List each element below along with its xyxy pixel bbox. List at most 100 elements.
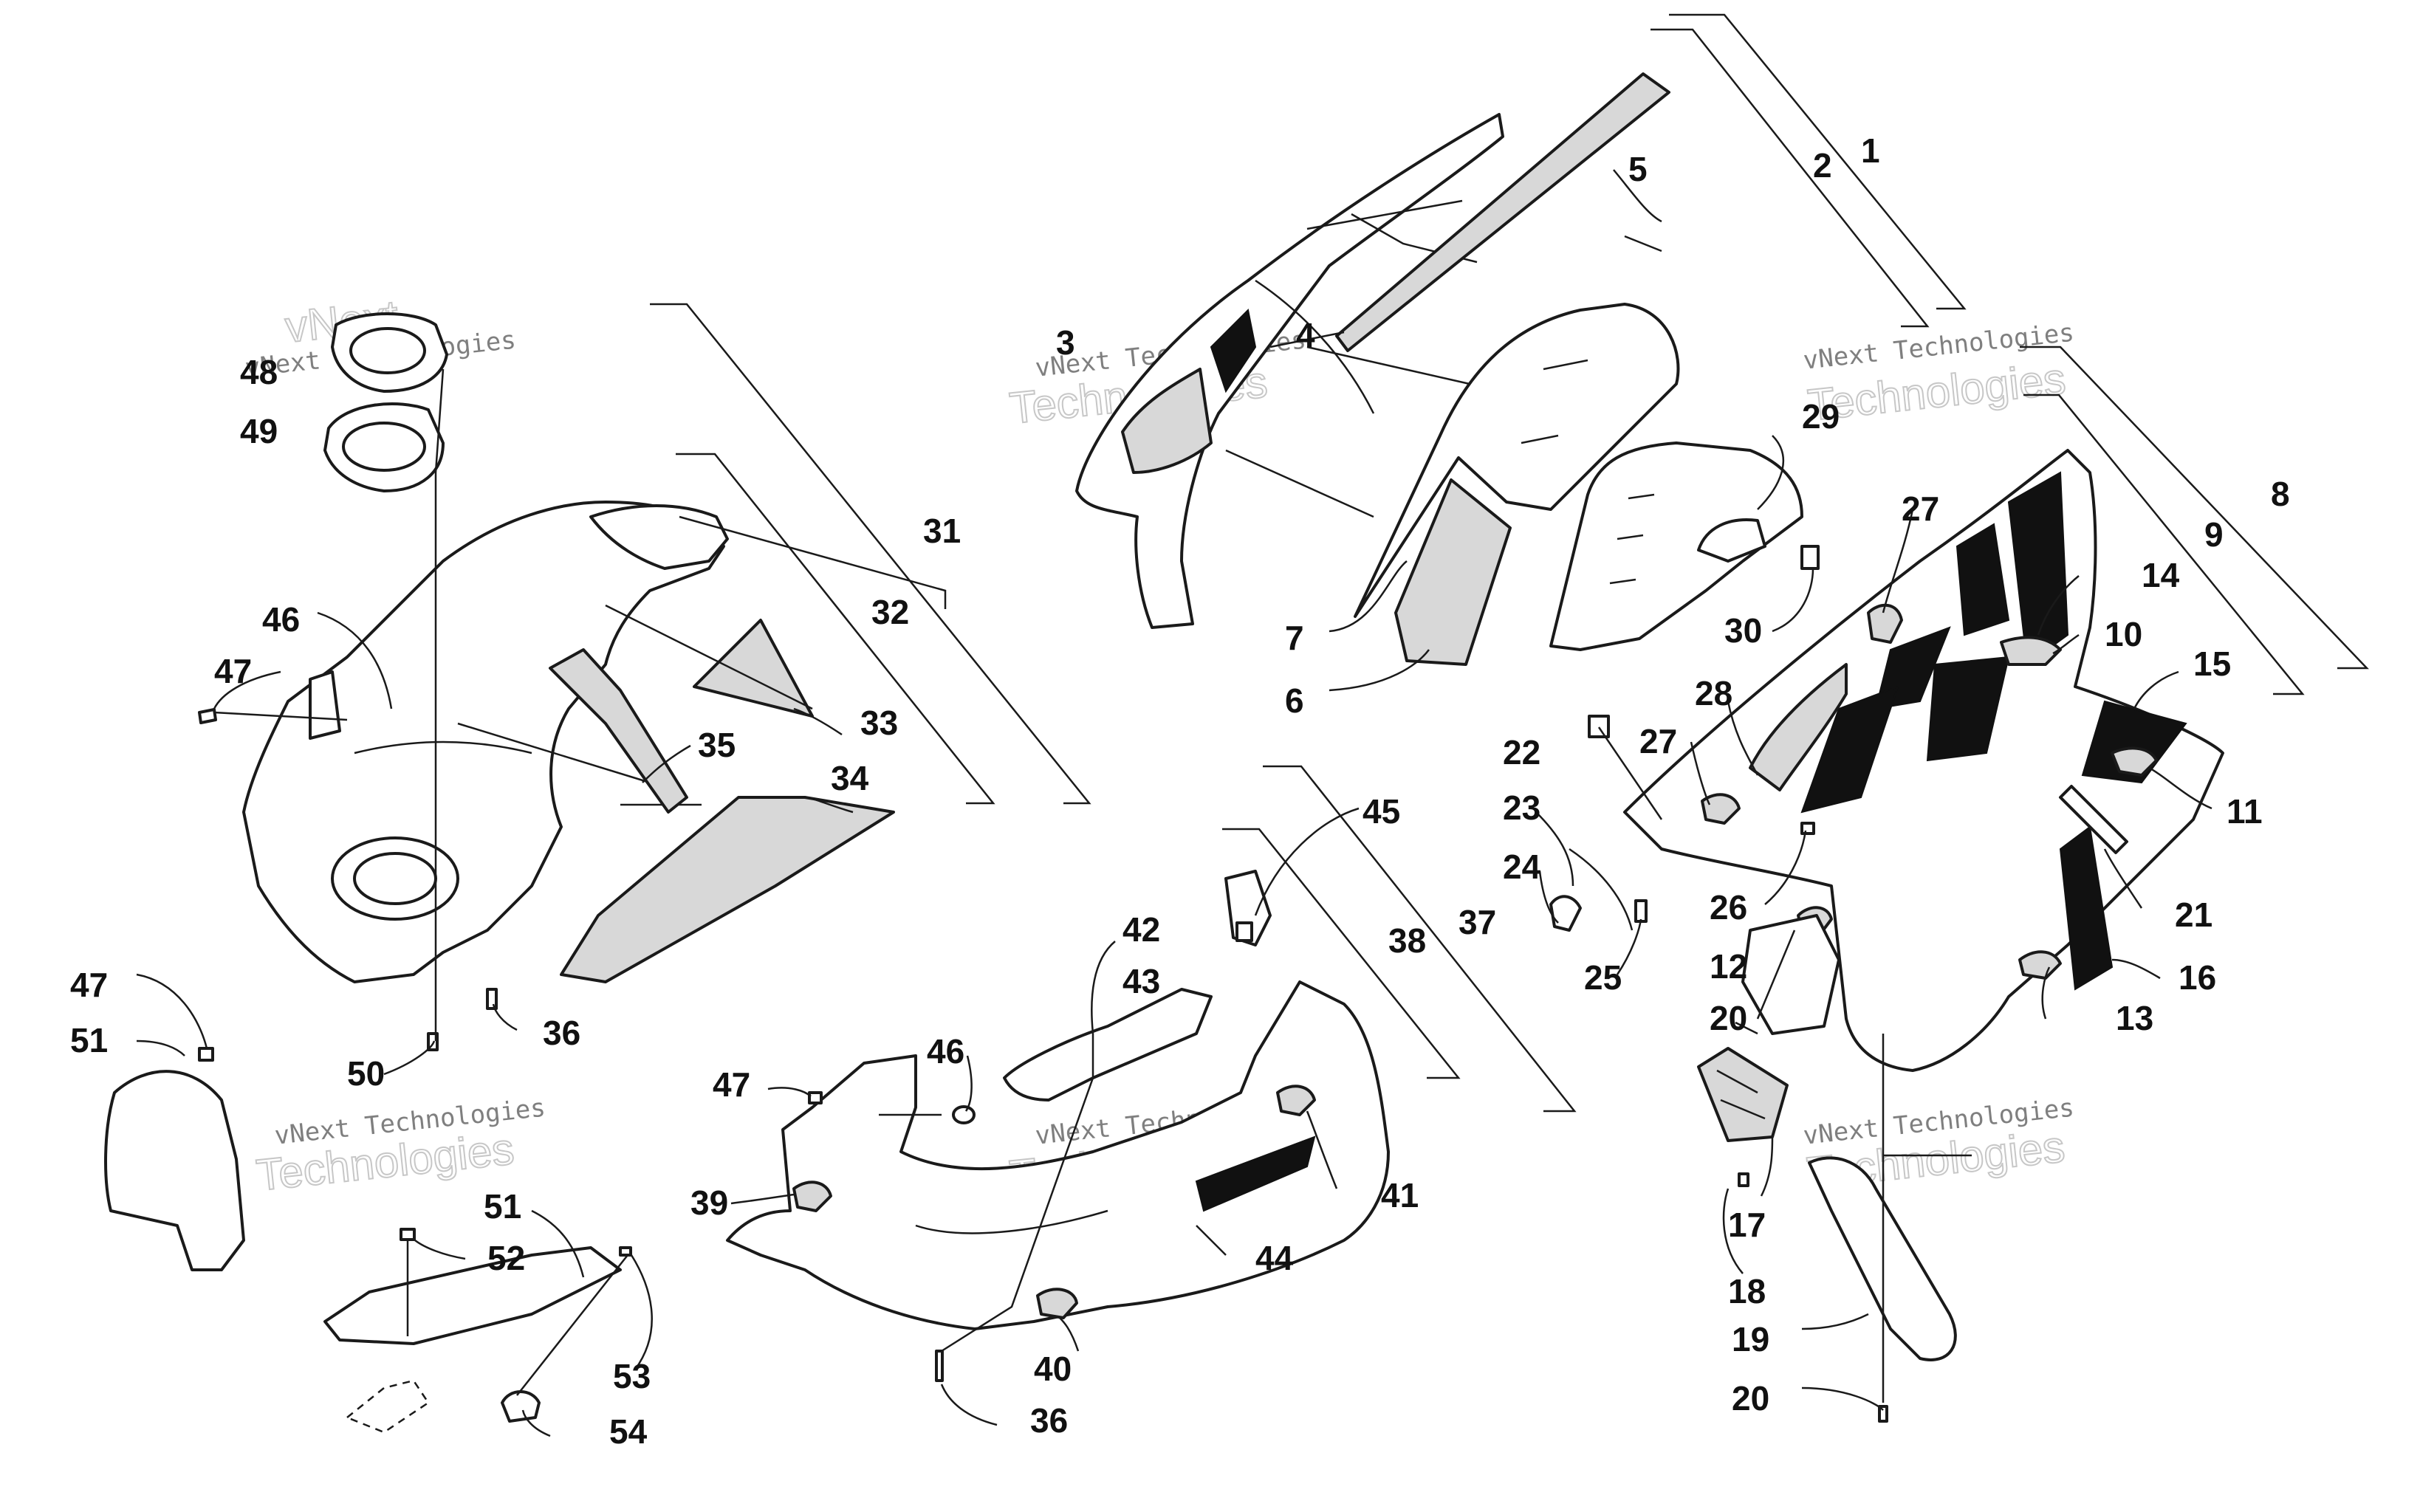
part-45-clip xyxy=(1235,921,1253,942)
leader-line xyxy=(1882,509,1914,614)
part-31-detail xyxy=(354,740,532,755)
part-4-hood-panel xyxy=(1075,113,1504,629)
leader-line xyxy=(1801,1386,1884,1411)
callout-49: 49 xyxy=(240,412,278,450)
part-15-graphic-dark xyxy=(2081,700,2187,784)
callout-9: 9 xyxy=(2204,515,2224,554)
gaskets xyxy=(323,312,448,492)
watermark-top-right: Technologies vNext Technologies xyxy=(1802,317,2076,430)
leader-line xyxy=(1196,1225,1227,1256)
part-54-knob xyxy=(501,1390,541,1423)
leader-line xyxy=(941,1077,1094,1353)
leader-line xyxy=(1624,235,1662,252)
leader-line xyxy=(964,1055,973,1112)
callout-31: 31 xyxy=(923,512,961,550)
callout-36a: 36 xyxy=(543,1014,580,1052)
hood-assembly xyxy=(1075,72,1820,666)
part-40-pad xyxy=(1036,1288,1078,1319)
callout-26: 26 xyxy=(1710,888,1747,927)
leader-line xyxy=(434,368,445,1041)
leader-line xyxy=(317,611,393,709)
callout-23: 23 xyxy=(1503,788,1540,827)
callout-41: 41 xyxy=(1381,1176,1419,1214)
bracket-9 xyxy=(2023,394,2305,695)
callout-12: 12 xyxy=(1710,947,1747,986)
callout-19: 19 xyxy=(1732,1320,1769,1358)
leader-line xyxy=(1756,929,1796,1020)
leader-line xyxy=(1254,807,1360,916)
part-34-foam-panel xyxy=(560,796,895,983)
leader-lines xyxy=(136,169,2212,1437)
callout-52: 52 xyxy=(487,1239,525,1277)
leader-line xyxy=(1616,918,1642,975)
part-4-vent-dark xyxy=(1210,308,1257,394)
part-24-connector xyxy=(1549,895,1582,932)
callout-18: 18 xyxy=(1728,1272,1766,1310)
callout-48: 48 xyxy=(240,353,278,391)
callout-10: 10 xyxy=(2105,615,2142,653)
part-22-clip xyxy=(1588,715,1610,738)
part-29-inner-shape xyxy=(1697,518,1766,563)
leader-line xyxy=(1538,870,1559,924)
part-9-graphic-dark xyxy=(1926,656,2010,762)
leader-line xyxy=(1535,811,1574,887)
leader-line xyxy=(940,1384,998,1426)
part-4-hood-detail xyxy=(1255,279,1375,414)
callout-8: 8 xyxy=(2271,475,2290,513)
part-53-clip xyxy=(619,1246,632,1257)
part-25-fastener xyxy=(1634,899,1648,923)
part-26-fastener xyxy=(1800,822,1815,835)
callout-7: 7 xyxy=(1285,619,1304,657)
part-29-slot xyxy=(1609,578,1636,585)
callout-40: 40 xyxy=(1034,1350,1072,1388)
part-36-push-pin xyxy=(935,1350,944,1382)
leader-line xyxy=(793,707,843,736)
leader-line xyxy=(679,515,947,609)
part-41-graphic-dark xyxy=(1195,1135,1316,1212)
leader-line xyxy=(767,1087,812,1097)
part-7-windshield-mark xyxy=(1521,434,1559,444)
bracket-38 xyxy=(1222,828,1461,1079)
leader-line xyxy=(531,1209,585,1278)
part-29-slot xyxy=(1628,493,1655,500)
callout-25: 25 xyxy=(1584,958,1622,997)
part-7-windshield-mark xyxy=(1543,359,1588,371)
callout-20a: 20 xyxy=(1710,999,1747,1037)
callout-53: 53 xyxy=(613,1357,651,1395)
callout-34: 34 xyxy=(831,759,869,797)
leader-line xyxy=(730,1193,795,1205)
callout-39: 39 xyxy=(690,1183,728,1222)
leader-line xyxy=(1722,1188,1744,1274)
leader-line xyxy=(1735,1021,1758,1035)
callout-24: 24 xyxy=(1503,848,1541,886)
callout-36b: 36 xyxy=(1030,1401,1068,1440)
leader-line xyxy=(1801,1313,1869,1330)
part-37-lower-belly-pan xyxy=(726,980,1390,1330)
part-47-screw xyxy=(198,708,217,724)
callout-38: 38 xyxy=(1388,921,1426,960)
callout-45: 45 xyxy=(1362,792,1400,831)
bracket-31 xyxy=(650,303,1091,805)
bracket-2 xyxy=(1651,28,1930,328)
part-35-foam xyxy=(549,648,688,814)
callout-30: 30 xyxy=(1724,611,1762,650)
callout-35: 35 xyxy=(698,726,736,764)
leader-line xyxy=(2037,575,2080,636)
leader-line xyxy=(1690,741,1711,805)
part-43-panel xyxy=(1003,988,1213,1102)
part-33-foam-triangle xyxy=(693,619,814,718)
part-16-graphic-dark xyxy=(2059,825,2114,991)
callout-16: 16 xyxy=(2179,958,2216,997)
lower-left-panels xyxy=(104,1070,622,1434)
leader-line xyxy=(1597,726,1663,820)
part-51-lower-panel xyxy=(323,1246,622,1345)
part-51-dashed-outline xyxy=(345,1379,430,1434)
part-7-windshield xyxy=(1354,303,1680,618)
leader-line xyxy=(1329,560,1408,633)
part-31-inner-ring xyxy=(353,852,437,905)
callout-1: 1 xyxy=(1861,131,1880,170)
leader-line xyxy=(492,1003,518,1031)
part-49-gasket-hole xyxy=(342,422,426,472)
leader-line xyxy=(605,604,813,710)
leader-line xyxy=(1613,169,1662,223)
